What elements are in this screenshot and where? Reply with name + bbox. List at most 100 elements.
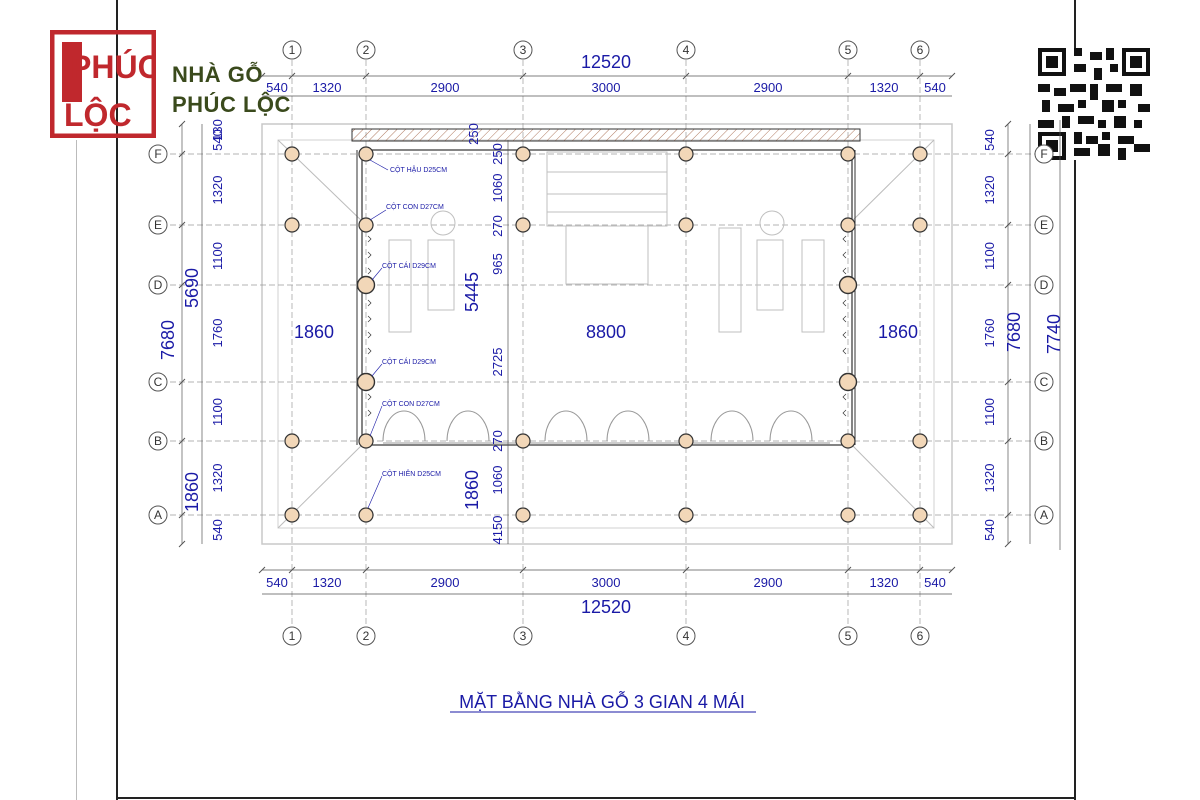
bottom-dim-7: 540 <box>924 575 946 590</box>
left-dim-540b: 540 <box>210 519 225 541</box>
brand-name-line1: NHÀ GỖ <box>172 62 263 87</box>
column-label-cai-bottom: CỘT CÁI D29CM <box>382 357 436 366</box>
grid-col-top-1: 1 <box>289 43 296 57</box>
right-dim-1760: 1760 <box>982 319 997 348</box>
interior-wall <box>361 149 853 446</box>
grid-col-top-4: 4 <box>683 43 690 57</box>
right-dimensions: 540 1320 1100 1760 1100 1320 540 7680 77… <box>982 129 1064 541</box>
grid-row-right-E: E <box>1040 218 1048 232</box>
inner-dim-1860: 1860 <box>462 470 482 510</box>
right-dim-1100: 1100 <box>982 242 997 270</box>
dimension-ticks <box>178 72 1012 574</box>
left-dim-1100b: 1100 <box>210 398 225 426</box>
right-dim-1320b: 1320 <box>982 464 997 493</box>
grid-col-bottom-3: 3 <box>520 629 527 643</box>
bottom-total-dim: 12520 <box>581 597 631 617</box>
left-dim-130: 130 <box>210 119 225 141</box>
frame-left-line <box>116 0 118 800</box>
grid-col-bottom-5: 5 <box>845 629 852 643</box>
column-F1 <box>284 146 300 162</box>
column-E5 <box>840 217 856 233</box>
front-doors <box>382 410 830 444</box>
column-B6 <box>912 433 928 449</box>
column-E2 <box>358 217 374 233</box>
column-B2 <box>358 433 374 449</box>
frame-right-line <box>1074 0 1076 800</box>
partition-markers <box>367 235 847 417</box>
inner-dim-1060b: 1060 <box>490 466 505 495</box>
column-B4 <box>678 433 694 449</box>
grid-row-left-E: E <box>154 218 162 232</box>
inner-dim-270b: 270 <box>490 430 505 452</box>
grid-labels: 1 2 3 4 5 6 1 2 3 4 5 6 F E D C B A F E … <box>154 43 1049 643</box>
right-dim-540: 540 <box>982 129 997 151</box>
column-B1 <box>284 433 300 449</box>
inner-dim-965: 965 <box>490 253 505 275</box>
column-label-con-top: CỘT CON D27CM <box>386 202 444 211</box>
dimension-lines <box>181 75 1061 595</box>
column-A6 <box>912 507 928 523</box>
bottom-dim-6: 1320 <box>870 575 899 590</box>
grid-row-left-F: F <box>154 147 161 161</box>
grid-col-bottom-4: 4 <box>683 629 690 643</box>
bay-left-1860: 1860 <box>294 322 334 342</box>
top-dim-1: 540 <box>266 80 288 95</box>
bottom-dim-5: 2900 <box>754 575 783 590</box>
roof-outline <box>261 123 953 545</box>
right-dim-1320: 1320 <box>982 176 997 205</box>
top-total-dim: 12520 <box>581 52 631 72</box>
column-F5 <box>840 146 856 162</box>
bottom-dim-3: 2900 <box>431 575 460 590</box>
top-dim-5: 2900 <box>754 80 783 95</box>
left-dim-1860: 1860 <box>182 472 202 512</box>
column-D5 <box>838 275 858 295</box>
grid-col-top-5: 5 <box>845 43 852 57</box>
inner-dim-250b: 250 <box>490 143 505 165</box>
column-C5 <box>838 372 858 392</box>
column-F4 <box>678 146 694 162</box>
column-A2 <box>358 507 374 523</box>
grid-row-right-B: B <box>1040 434 1048 448</box>
left-dim-1760: 1760 <box>210 319 225 348</box>
frame-side-line <box>76 140 77 800</box>
bottom-dim-4: 3000 <box>592 575 621 590</box>
grid-row-left-A: A <box>154 508 162 522</box>
bay-right-1860: 1860 <box>878 322 918 342</box>
bottom-dim-1: 540 <box>266 575 288 590</box>
column-A1 <box>284 507 300 523</box>
top-dim-4: 3000 <box>592 80 621 95</box>
inner-dim-2725: 2725 <box>490 348 505 377</box>
column-A5 <box>840 507 856 523</box>
grid-lines <box>170 60 1044 640</box>
grid-col-bottom-6: 6 <box>917 629 924 643</box>
column-A3 <box>515 507 531 523</box>
column-F6 <box>912 146 928 162</box>
frame-bottom-line <box>116 797 1076 799</box>
rear-wall <box>351 128 861 142</box>
altar-furniture <box>388 151 825 333</box>
columns <box>284 146 928 523</box>
top-dimensions: 12520 540 1320 2900 3000 2900 1320 540 <box>266 52 946 95</box>
grid-row-left-D: D <box>154 278 163 292</box>
column-annotations: CỘT HẬU D25CM CỘT CON D27CM CỘT CÁI D29C… <box>367 159 447 509</box>
column-label-hien: CỘT HIÊN D25CM <box>382 469 441 478</box>
grid-row-right-C: C <box>1040 375 1049 389</box>
right-dim-7740: 7740 <box>1044 314 1064 354</box>
grid-col-top-6: 6 <box>917 43 924 57</box>
column-D2 <box>356 275 376 295</box>
inner-dim-250a: 250 <box>466 123 481 145</box>
column-E1 <box>284 217 300 233</box>
column-E4 <box>678 217 694 233</box>
left-dim-5690: 5690 <box>182 268 202 308</box>
top-dim-2: 1320 <box>313 80 342 95</box>
phuc-loc-logo: PHÚC LỘC <box>50 30 156 138</box>
inner-dimensions: 250 250 1060 270 965 2725 270 1060 4150 … <box>462 123 505 544</box>
drawing-title: MẶT BẰNG NHÀ GỖ 3 GIAN 4 MÁI <box>459 691 745 712</box>
column-label-con-bottom: CỘT CON D27CM <box>382 399 440 408</box>
column-F3 <box>515 146 531 162</box>
column-E3 <box>515 217 531 233</box>
column-A4 <box>678 507 694 523</box>
inner-dim-4150: 4150 <box>490 516 505 545</box>
column-E6 <box>912 217 928 233</box>
top-dim-6: 1320 <box>870 80 899 95</box>
